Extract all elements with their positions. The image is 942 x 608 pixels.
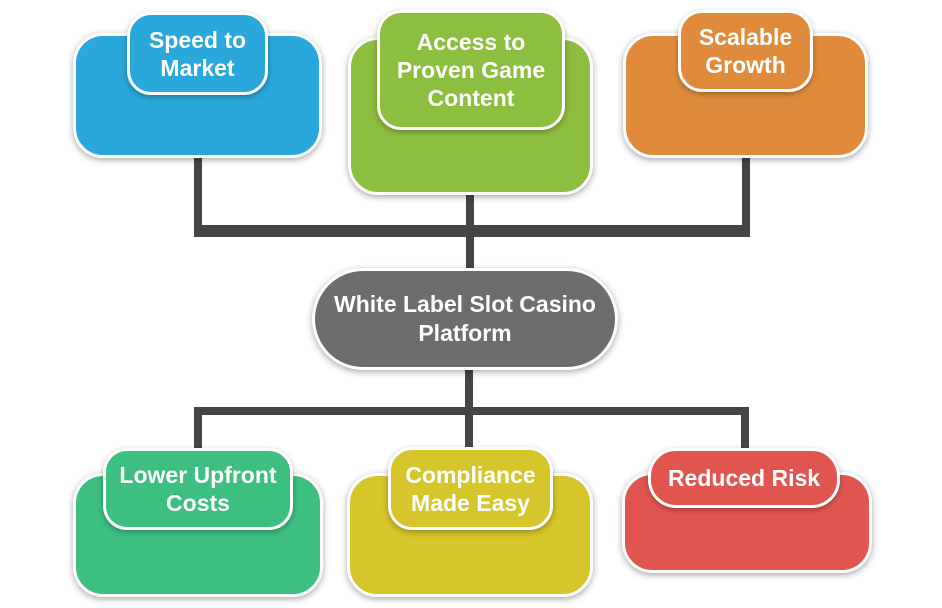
node-reduced-risk-label: Reduced Risk [648, 448, 840, 508]
node-platform: White Label Slot Casino Platform [312, 268, 618, 370]
connector-bar-to-costs [194, 410, 202, 450]
node-lower-upfront-costs-label: Lower Upfront Costs [103, 448, 293, 530]
connector-bar-to-risk [741, 410, 749, 450]
connector-bottom-horizontal-bar [194, 407, 749, 415]
connector-scalable-to-bar [742, 156, 750, 232]
connector-top-horizontal-bar [194, 225, 750, 237]
node-compliance-made-easy-label: Compliance Made Easy [388, 447, 553, 530]
connector-speed-to-bar [194, 156, 202, 232]
node-speed-to-market-label: Speed to Market [127, 12, 268, 95]
node-scalable-growth-label: Scalable Growth [678, 10, 813, 92]
node-access-to-proven-game-content-label: Access to Proven Game Content [377, 10, 565, 130]
